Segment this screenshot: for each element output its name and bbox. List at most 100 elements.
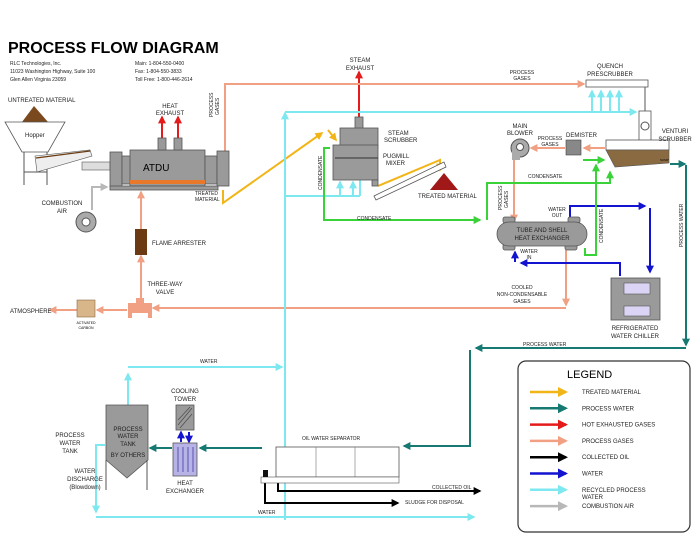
svg-text:PROCESS: PROCESS xyxy=(498,185,504,210)
atdu xyxy=(109,137,230,191)
steam-scrubber xyxy=(332,116,379,187)
activated-carbon-filter xyxy=(76,299,96,318)
company-info: RLC Technologies, Inc. 11023 Washington … xyxy=(10,61,193,83)
chiller-label: REFRIGERATED WATER CHILLER xyxy=(611,326,660,340)
svg-text:CARBON: CARBON xyxy=(79,326,94,330)
svg-text:STEAM: STEAM xyxy=(388,131,409,137)
legend-title: LEGEND xyxy=(567,369,612,381)
svg-text:PRESCRUBBER: PRESCRUBBER xyxy=(587,72,633,78)
combustion-air-label: COMBUSTION AIR xyxy=(42,201,83,215)
treated-material-pile xyxy=(430,173,458,190)
water-out-flow xyxy=(569,202,647,218)
svg-text:AIR: AIR xyxy=(57,209,68,215)
pugmill-conveyor xyxy=(373,161,447,201)
svg-text:PROCESS: PROCESS xyxy=(55,433,84,439)
svg-text:TUBE AND SHELL: TUBE AND SHELL xyxy=(517,228,568,234)
collected-oil-label: COLLECTED OIL xyxy=(432,485,472,491)
cooling-tower-label: COOLING TOWER xyxy=(171,389,199,403)
pugmill-mixer-label: PUGMILL MIXER xyxy=(383,154,410,167)
combustion-air-flow xyxy=(91,183,109,210)
treated-material-label: TREATED MATERIAL xyxy=(418,194,477,200)
screw-conveyor xyxy=(81,161,111,171)
steam-scrubber-label: STEAM SCRUBBER xyxy=(384,131,418,144)
condensate-flow xyxy=(323,147,482,224)
svg-text:SCRUBBER: SCRUBBER xyxy=(384,138,418,144)
svg-text:COOLING: COOLING xyxy=(171,389,199,395)
svg-text:PUGMILL: PUGMILL xyxy=(383,154,410,160)
treated-material-flow xyxy=(222,132,324,205)
tube-and-shell-heat-exchanger xyxy=(496,216,588,251)
svg-text:EXHAUST: EXHAUST xyxy=(346,66,375,72)
svg-text:GASES: GASES xyxy=(504,190,510,208)
company-name: RLC Technologies, Inc. xyxy=(10,61,61,67)
svg-text:IN: IN xyxy=(527,255,532,261)
svg-text:VENTURI: VENTURI xyxy=(662,129,689,135)
svg-text:MIXER: MIXER xyxy=(386,161,406,167)
heat-exchanger-label: HEAT EXCHANGER xyxy=(166,481,205,495)
legend-item-label: PROCESS WATER xyxy=(582,406,635,412)
activated-carbon-label: ACTIVATED CARBON xyxy=(76,321,96,330)
svg-text:TANK: TANK xyxy=(120,442,136,448)
atdu-label: ATDU xyxy=(143,163,169,174)
quench-prescrubber-label: QUENCH PRESCRUBBER xyxy=(587,64,633,78)
refrigerated-water-chiller xyxy=(610,277,661,321)
svg-text:REFRIGERATED: REFRIGERATED xyxy=(612,326,659,332)
process-water-tank xyxy=(105,404,149,490)
condensate-flow xyxy=(584,163,600,256)
three-way-valve-label: THREE-WAY VALVE xyxy=(147,282,182,296)
svg-text:HEAT EXCHANGER: HEAT EXCHANGER xyxy=(514,236,570,242)
svg-text:TOWER: TOWER xyxy=(174,397,197,403)
water-discharge-label: WATER DISCHARGE (Blowdown) xyxy=(67,469,103,491)
sludge-label: SLUDGE FOR DISPOSAL xyxy=(405,500,464,506)
sludge-flow xyxy=(264,483,400,507)
sump-label: SUMP xyxy=(660,158,669,162)
three-way-valve xyxy=(128,298,152,318)
hopper xyxy=(4,106,111,185)
svg-text:WATER: WATER xyxy=(75,469,97,475)
flame-arrester xyxy=(135,229,147,255)
water-in-label: WATER IN xyxy=(520,249,538,261)
tank-label: PROCESS WATER TANK BY OTHERS xyxy=(111,427,146,459)
svg-text:HEAT: HEAT xyxy=(162,104,178,110)
svg-text:(Blowdown): (Blowdown) xyxy=(69,485,100,491)
svg-text:TANK: TANK xyxy=(62,449,78,455)
legend-item-label: COMBUSTION AIR xyxy=(582,504,635,510)
process-water-label: PROCESS WATER xyxy=(523,342,567,348)
venturi-scrubber-label: VENTURI SCRUBBER xyxy=(658,129,692,143)
svg-text:COMBUSTION: COMBUSTION xyxy=(42,201,83,207)
svg-text:QUENCH: QUENCH xyxy=(597,64,623,70)
svg-text:GASES: GASES xyxy=(541,142,559,148)
heat-exchanger-ts-label: TUBE AND SHELL HEAT EXCHANGER xyxy=(514,228,570,242)
process-gases-demister-label: PROCESS GASES xyxy=(538,136,563,148)
oil-water-separator-label: OIL WATER SEPARATOR xyxy=(302,436,361,442)
hopper-label: Hopper xyxy=(25,133,45,139)
untreated-material-label: UNTREATED MATERIAL xyxy=(8,98,76,104)
svg-text:WATER CHILLER: WATER CHILLER xyxy=(611,334,660,340)
process-gases-vertical-label: PROCESS GASES xyxy=(209,92,221,117)
venturi-scrubber xyxy=(605,87,670,168)
svg-text:GASES: GASES xyxy=(513,299,531,305)
svg-text:WATER: WATER xyxy=(520,249,538,255)
process-water-vertical-label: PROCESS WATER xyxy=(679,203,685,247)
blowdown-flow xyxy=(92,444,105,514)
svg-text:EXHAUST: EXHAUST xyxy=(156,111,185,117)
legend-item-label: WATER xyxy=(582,472,604,478)
svg-text:PROCESS: PROCESS xyxy=(538,136,563,142)
cooling-tower xyxy=(175,404,195,431)
main-blower-label: MAIN BLOWER xyxy=(507,124,534,137)
svg-text:STEAM: STEAM xyxy=(350,58,371,64)
condensate-vertical-label-2: CONDENSATE xyxy=(599,208,605,243)
heat-exchanger xyxy=(172,442,198,477)
process-water-flow xyxy=(402,350,471,450)
svg-text:MAIN: MAIN xyxy=(513,124,528,130)
condensate-label-upper: CONDENSATE xyxy=(528,174,563,180)
atmosphere-label: ATMOSPHERE xyxy=(10,309,52,315)
flame-arrester-label: FLAME ARRESTER xyxy=(152,241,207,247)
condensate-flow xyxy=(486,170,614,220)
demister-label: DEMISTER xyxy=(566,133,598,139)
process-gases-top-label: PROCESS GASES xyxy=(510,70,535,82)
steam-exhaust-label: STEAM EXHAUST xyxy=(346,58,375,72)
legend-item-label: COLLECTED OIL xyxy=(582,455,630,461)
